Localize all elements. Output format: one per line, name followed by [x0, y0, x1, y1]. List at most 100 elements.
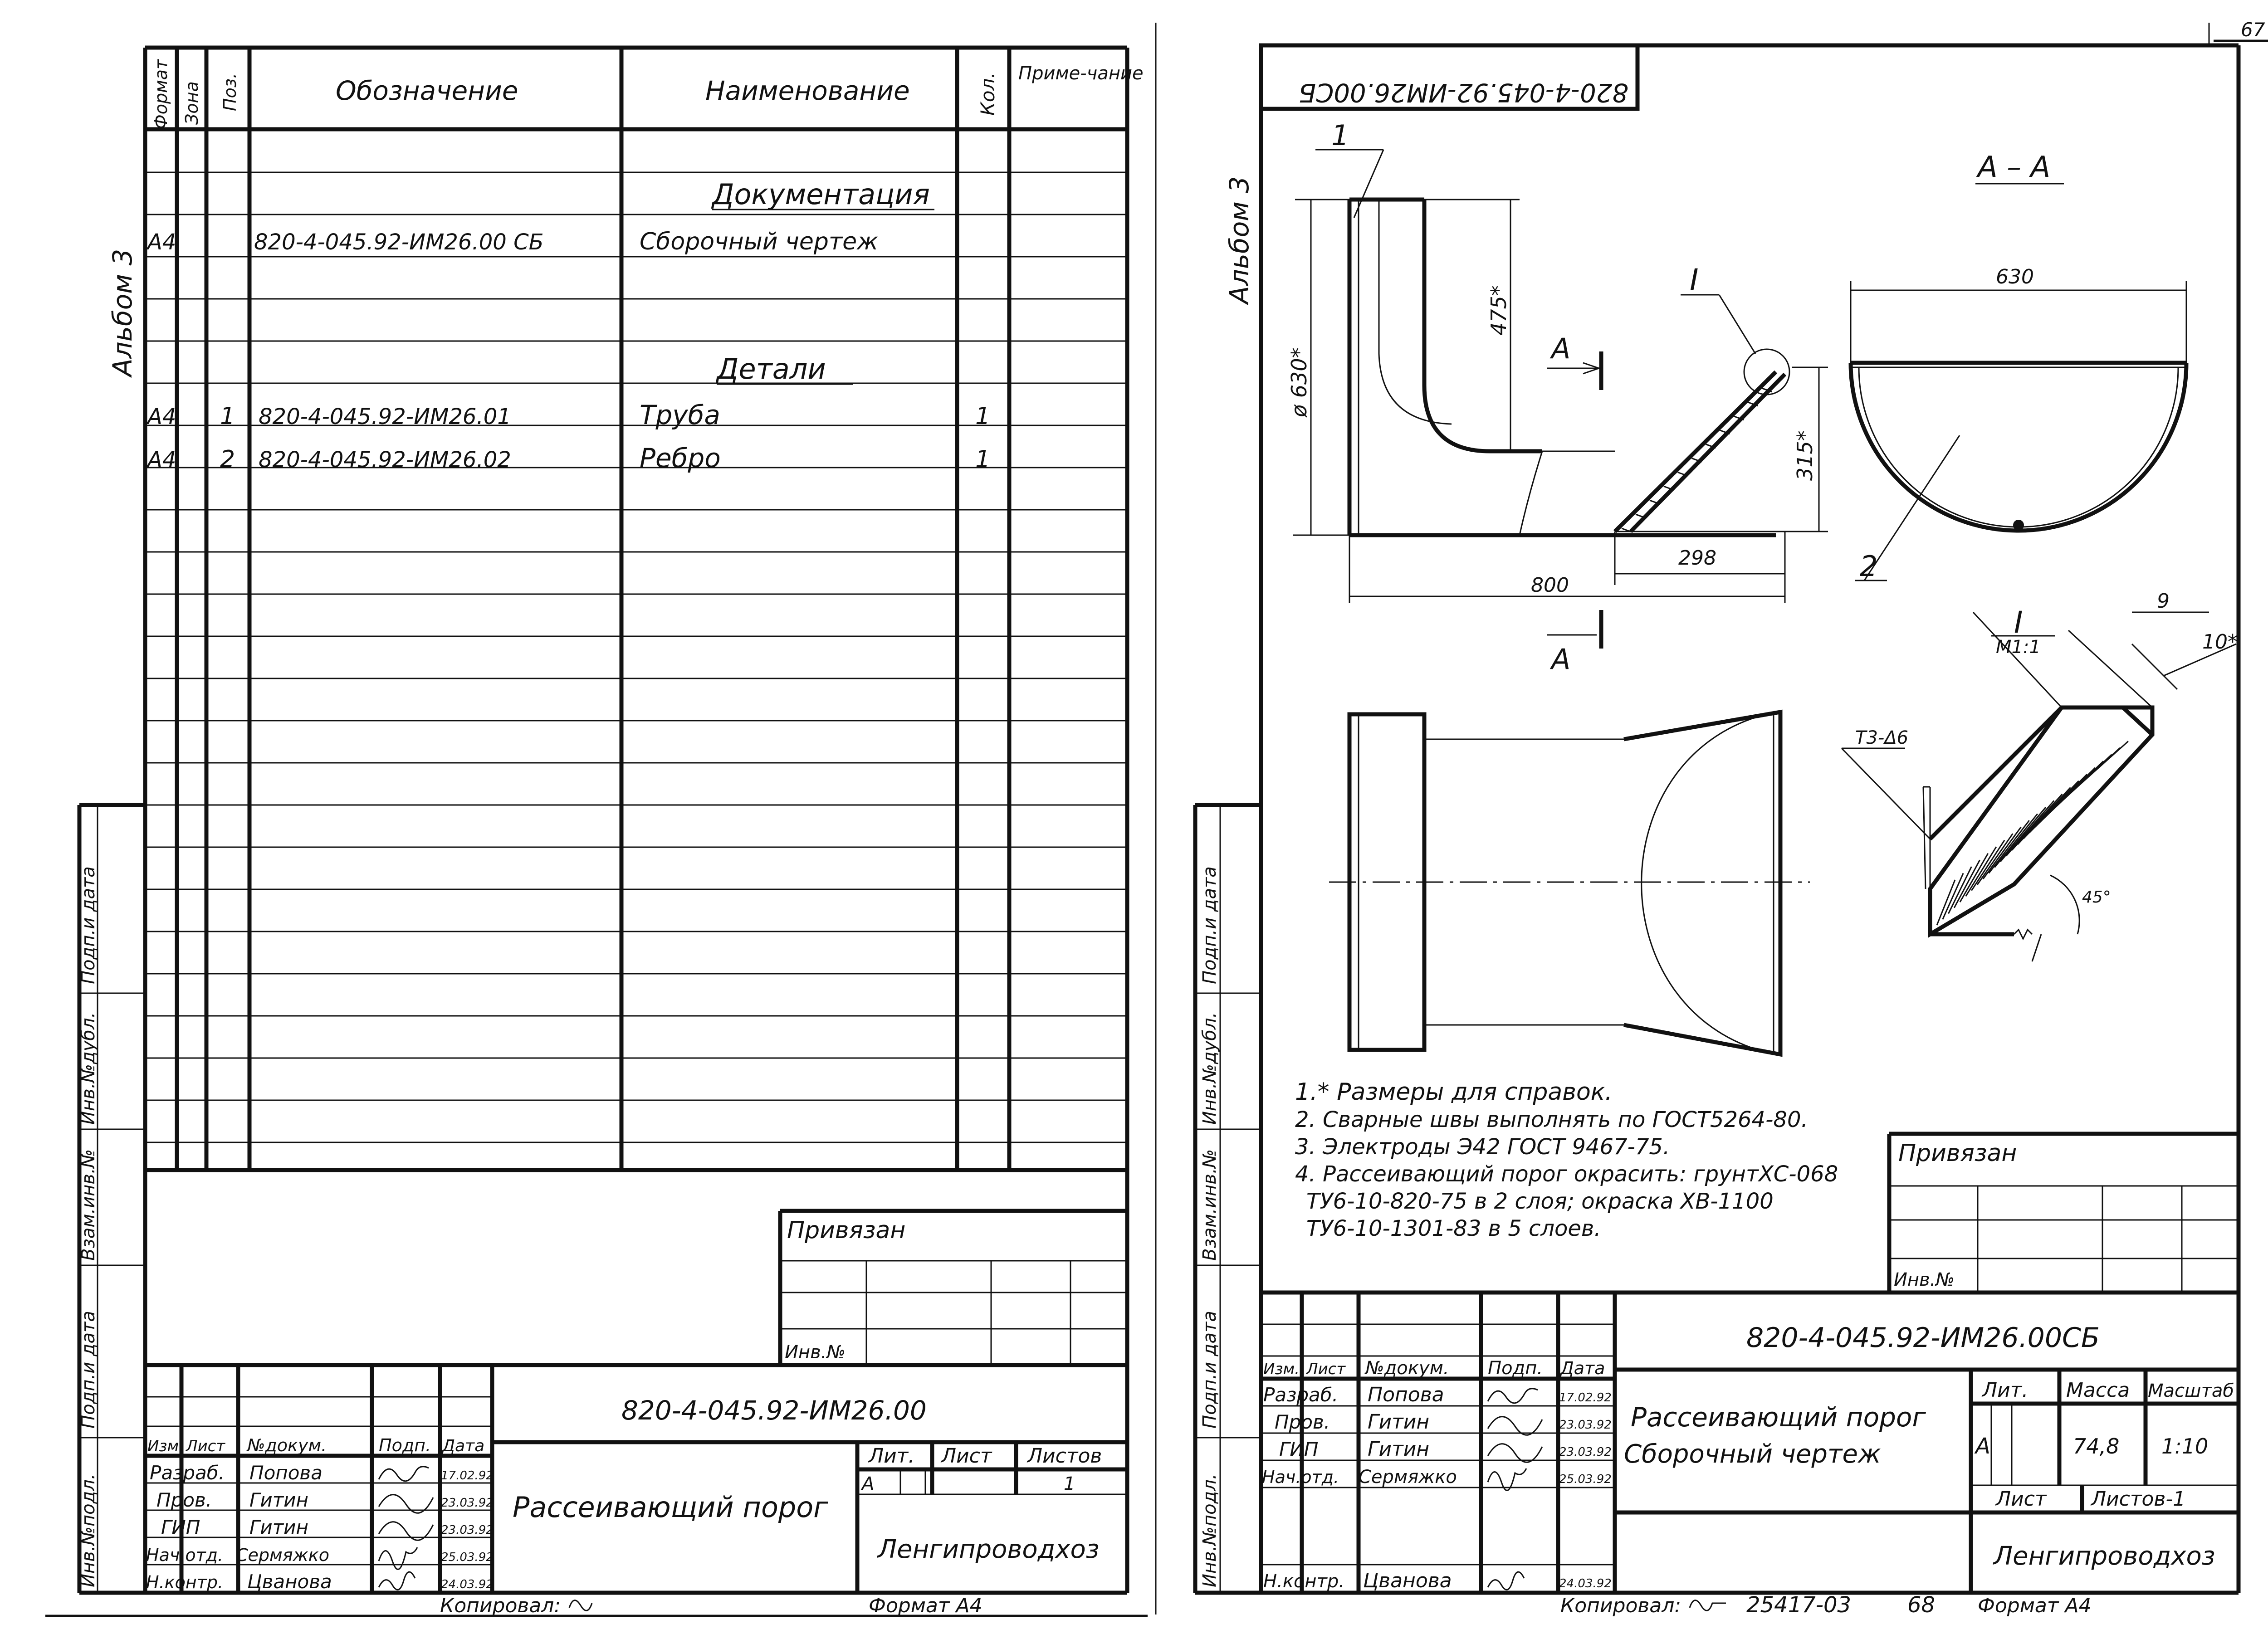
- left-date-5: 24.03.92: [441, 1578, 494, 1591]
- left-side-label-5: Инв.№подл.: [78, 1473, 99, 1587]
- right-date-5: 24.03.92: [1559, 1577, 1612, 1590]
- right-role-2: Пров.: [1275, 1411, 1330, 1433]
- left-copied: Копировал:: [440, 1594, 561, 1617]
- right-side-label-1: Подп.и дата: [1199, 866, 1220, 984]
- section-label: А – А: [1976, 151, 2050, 184]
- left-role-4: Нач.отд.: [146, 1545, 223, 1565]
- left-col-header-list: Лист: [185, 1437, 225, 1455]
- spec-header-zone: Зона: [182, 81, 202, 125]
- spec-row-3-designation: 820-4-045.92-ИМ26.02: [259, 447, 511, 473]
- left-col-header-doc: №докум.: [246, 1435, 327, 1455]
- spec-header-name: Наименование: [705, 75, 910, 106]
- elevation-view: I ø 630* 475* 315* 298 800 1: [1287, 119, 1828, 676]
- spec-header-designation: Обозначение: [336, 75, 518, 106]
- right-side-label-2: Инв.№дубл.: [1199, 1012, 1220, 1125]
- note-4: 4. Рассеивающий порог окрасить: грунтХС-…: [1295, 1161, 1838, 1187]
- right-sheet-label: Лист: [1995, 1488, 2047, 1511]
- right-role-1: Разраб.: [1263, 1384, 1338, 1406]
- right-side-label-5: Инв.№подл.: [1199, 1473, 1220, 1587]
- dim-length: 800: [1531, 574, 1569, 597]
- right-role-3: ГИП: [1279, 1438, 1318, 1460]
- dim-rib-length: 298: [1678, 546, 1716, 570]
- right-copy-number: 25417-03: [1746, 1592, 1851, 1618]
- right-name-1: Попова: [1368, 1383, 1444, 1406]
- right-sheet: Альбом 3 Подп.и дата Инв.№дубл. Взам.инв…: [1193, 43, 2241, 1618]
- right-col-header-list: Лист: [1305, 1360, 1346, 1378]
- right-lit-label: Лит.: [1981, 1379, 2028, 1402]
- spec-row-1-name: Сборочный чертеж: [640, 228, 878, 255]
- detail-i: I М1:1 Т3-Δ6 9 10* 45°: [1841, 590, 2238, 962]
- left-date-4: 25.03.92: [441, 1551, 494, 1564]
- left-role-2: Пров.: [156, 1489, 212, 1511]
- spec-header-qty: Кол.: [977, 72, 999, 116]
- note-1: 1.* Размеры для справок.: [1295, 1078, 1613, 1106]
- spec-row-1-designation: 820-4-045.92-ИМ26.00 СБ: [254, 229, 544, 255]
- left-organization: Ленгипроводхоз: [877, 1535, 1100, 1564]
- left-side-label-2: Инв.№дубл.: [78, 1012, 99, 1125]
- left-signature-marks: [378, 1466, 434, 1590]
- left-role-1: Разраб.: [150, 1462, 225, 1484]
- left-lit-label: Лит.: [868, 1444, 914, 1468]
- right-date-1: 17.02.92: [1559, 1391, 1612, 1405]
- cut-label-bottom: А: [1549, 643, 1570, 676]
- spec-header-pos: Поз.: [220, 73, 240, 111]
- left-sheet-label: Лист: [940, 1444, 992, 1468]
- right-col-header-date: Дата: [1559, 1358, 1605, 1378]
- spec-row-2-qty: 1: [975, 403, 990, 430]
- spec-header-note: Приме-чание: [1018, 63, 1144, 84]
- left-sheets-label: Листов: [1026, 1444, 1102, 1468]
- dim-weld-angle: 45°: [2082, 888, 2111, 907]
- mirrored-code: 820-4-045.92-ИМ26.00СБ: [1299, 78, 1628, 107]
- album-label-right: Альбом 3: [1224, 176, 1255, 306]
- spec-row-2-format: А4: [146, 404, 176, 429]
- spec-section-details: Детали: [715, 352, 826, 385]
- right-lit-value: А: [1974, 1434, 1990, 1459]
- right-date-3: 23.03.92: [1559, 1445, 1612, 1459]
- dim-weld-width: 9: [2157, 590, 2170, 613]
- left-side-label-4: Подп.и дата: [78, 1311, 99, 1429]
- spec-section-documentation: Документация: [711, 178, 930, 211]
- right-col-header-sign: Подп.: [1488, 1358, 1543, 1379]
- left-col-header-date: Дата: [441, 1437, 484, 1455]
- spec-row-2-pos: 1: [220, 403, 235, 430]
- right-name-2: Гитин: [1368, 1410, 1429, 1434]
- left-title-code: 820-4-045.92-ИМ26.00: [621, 1395, 927, 1426]
- weld-mark: Т3-Δ6: [1855, 727, 1908, 748]
- right-format: Формат А4: [1978, 1594, 2092, 1617]
- left-inv-no: Инв.№: [785, 1342, 846, 1363]
- spec-row-3-qty: 1: [975, 446, 990, 473]
- left-sheet: Альбом 3 Подп.и дата Инв.№дубл. Взам.инв…: [77, 45, 1144, 1617]
- right-mass-value: 74,8: [2073, 1434, 2119, 1458]
- right-col-header-izm: Изм.: [1263, 1360, 1300, 1378]
- right-copied: Копировал:: [1560, 1594, 1681, 1617]
- left-name-3: Гитин: [249, 1516, 308, 1538]
- dim-weld-depth: 10*: [2202, 630, 2238, 654]
- dim-section-width: 630: [1996, 265, 2034, 288]
- left-name-2: Гитин: [249, 1489, 308, 1511]
- detail-scale: М1:1: [1996, 637, 2041, 658]
- spec-row-3-format: А4: [146, 447, 176, 473]
- left-col-header-sign: Подп.: [379, 1435, 431, 1455]
- right-side-label-3: Взам.инв.№: [1199, 1149, 1220, 1261]
- right-privyazan: Привязан: [1898, 1140, 2017, 1167]
- right-role-5: Н.контр.: [1263, 1571, 1344, 1592]
- right-side-label-4: Подп.и дата: [1199, 1311, 1220, 1429]
- right-date-2: 23.03.92: [1559, 1418, 1612, 1432]
- right-sheets-label: Листов-1: [2090, 1488, 2185, 1511]
- left-privyazan: Привязан: [787, 1217, 905, 1244]
- left-date-3: 23.03.92: [441, 1523, 494, 1537]
- right-organization: Ленгипроводхоз: [1993, 1541, 2215, 1571]
- page-number: 67: [2241, 19, 2265, 41]
- note-6: ТУ6-10-1301-83 в 5 слоев.: [1306, 1216, 1601, 1241]
- right-name-3: Гитин: [1368, 1438, 1429, 1461]
- spec-header-format: Формат: [151, 59, 171, 129]
- left-name-4: Сермяжко: [236, 1545, 329, 1565]
- right-col-header-doc: №докум.: [1364, 1358, 1449, 1379]
- spec-row-3-name: Ребро: [640, 443, 721, 473]
- spec-row-2-designation: 820-4-045.92-ИМ26.01: [259, 404, 511, 429]
- right-name-5: Цванова: [1363, 1569, 1452, 1592]
- spec-row-2-name: Труба: [640, 400, 720, 430]
- cut-label-top: А: [1549, 332, 1570, 365]
- dim-diameter: ø 630*: [1287, 347, 1311, 418]
- right-title-line2: Сборочный чертеж: [1624, 1439, 1881, 1469]
